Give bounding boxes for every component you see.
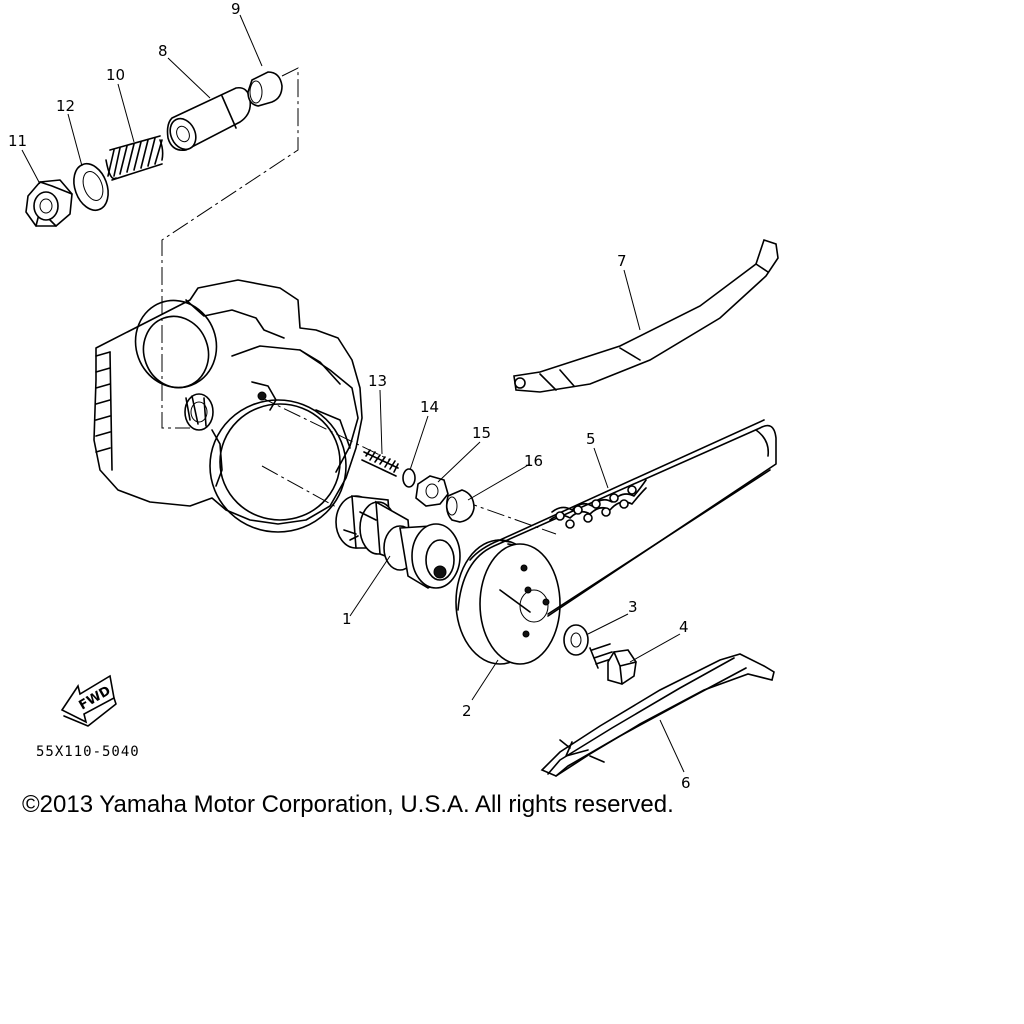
- part-16-cap-nut: [445, 489, 475, 523]
- callout-8: 8: [158, 42, 168, 60]
- callout-11: 11: [8, 132, 27, 150]
- part-5-timing-chain: [457, 419, 777, 617]
- part-12-washer: [73, 162, 109, 212]
- part-2-sprocket: [455, 539, 561, 665]
- part-14-o-ring: [402, 468, 416, 488]
- drawing-code: 55X110-5040: [36, 744, 140, 760]
- forward-direction-arrow-icon: FWD: [60, 674, 117, 727]
- callout-16: 16: [524, 452, 543, 470]
- callout-12: 12: [56, 97, 75, 115]
- callout-10: 10: [106, 66, 125, 84]
- part-8-tensioner-rod: [166, 86, 252, 152]
- callout-leader-lines: [21, 14, 685, 773]
- part-6-chain-guide-lower: [540, 653, 775, 777]
- callout-7: 7: [617, 252, 627, 270]
- part-10-spring: [105, 135, 164, 181]
- copyright-notice: ©2013 Yamaha Motor Corporation, U.S.A. A…: [22, 791, 674, 818]
- part-4-bolt: [589, 643, 637, 685]
- callout-5: 5: [586, 430, 596, 448]
- part-1-camshaft: [335, 495, 461, 589]
- callout-9: 9: [231, 0, 241, 18]
- part-9-cap: [247, 71, 283, 107]
- callout-14: 14: [420, 398, 439, 416]
- callout-labels: 9 8 10 12 11 7 13 14 15 5 16 3 1 4 2 6: [8, 0, 691, 792]
- part-13-stud: [361, 449, 399, 477]
- part-7-chain-guide-upper: [513, 238, 779, 393]
- part-11-cap-nut: [25, 179, 73, 227]
- callout-1: 1: [342, 610, 352, 628]
- part-3-washer: [563, 624, 589, 656]
- callout-13: 13: [368, 372, 387, 390]
- part-15-nut: [415, 475, 449, 507]
- callout-4: 4: [679, 618, 689, 636]
- callout-3: 3: [628, 598, 638, 616]
- callout-15: 15: [472, 424, 491, 442]
- engine-cylinder-head: [93, 279, 363, 533]
- callout-2: 2: [462, 702, 472, 720]
- callout-6: 6: [681, 774, 691, 792]
